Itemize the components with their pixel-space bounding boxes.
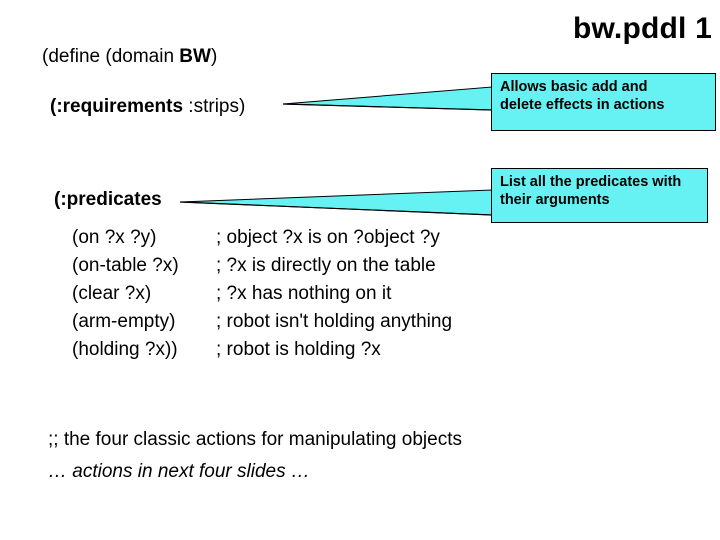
callout-line-1: Allows basic add and [500, 79, 648, 95]
predicate-name: (clear ?x) [72, 283, 152, 304]
callout-line-2: delete effects in actions [500, 97, 665, 113]
list-item: (arm-empty) ; robot isn't holding anythi… [72, 308, 452, 336]
requirements-value: :strips) [183, 96, 246, 117]
callout-line-2: their arguments [500, 192, 610, 208]
code-line-note-italic: … actions in next four slides … [48, 461, 310, 482]
predicates-callout-tail-line [179, 201, 493, 216]
define-suffix: ) [210, 46, 218, 67]
code-line-predicates: (:predicates [54, 188, 162, 212]
define-prefix: (define (domain [42, 46, 180, 67]
predicate-comment: ; robot is holding ?x [216, 339, 381, 360]
requirements-callout: Allows basic add and delete effects in a… [491, 73, 716, 131]
predicate-comment: ; ?x has nothing on it [216, 283, 392, 304]
predicates-callout: List all the predicates with their argum… [491, 168, 708, 223]
requirements-keyword: (:requirements [50, 96, 184, 117]
predicate-comment: ; ?x is directly on the table [216, 255, 436, 276]
list-item: (holding ?x)) ; robot is holding ?x [72, 336, 452, 364]
predicate-name: (on-table ?x) [72, 255, 179, 276]
predicates-callout-tail [179, 189, 493, 216]
list-item: (on ?x ?y) ; object ?x is on ?object ?y [72, 224, 452, 252]
requirements-callout-tail-line [282, 103, 493, 111]
code-line-requirements: (:requirements :strips) [50, 95, 245, 119]
predicate-list: (on ?x ?y) ; object ?x is on ?object ?y … [72, 224, 452, 364]
code-line-note-comment: ;; the four classic actions for manipula… [48, 429, 462, 450]
predicate-comment: ; robot isn't holding anything [216, 311, 453, 332]
requirements-callout-tail [282, 86, 493, 111]
page-title: bw.pddl 1 [572, 12, 712, 45]
domain-name: BW [179, 46, 211, 67]
callout-line-1: List all the predicates with [500, 174, 682, 190]
predicates-keyword: (:predicates [54, 189, 162, 210]
code-line-define: (define (domain BW) [42, 45, 217, 69]
list-item: (clear ?x) ; ?x has nothing on it [72, 280, 452, 308]
predicate-name: (on ?x ?y) [72, 227, 157, 248]
predicate-name: (arm-empty) [72, 311, 176, 332]
predicate-name: (holding ?x)) [72, 339, 178, 360]
predicate-comment: ; object ?x is on ?object ?y [216, 227, 440, 248]
list-item: (on-table ?x) ; ?x is directly on the ta… [72, 252, 452, 280]
